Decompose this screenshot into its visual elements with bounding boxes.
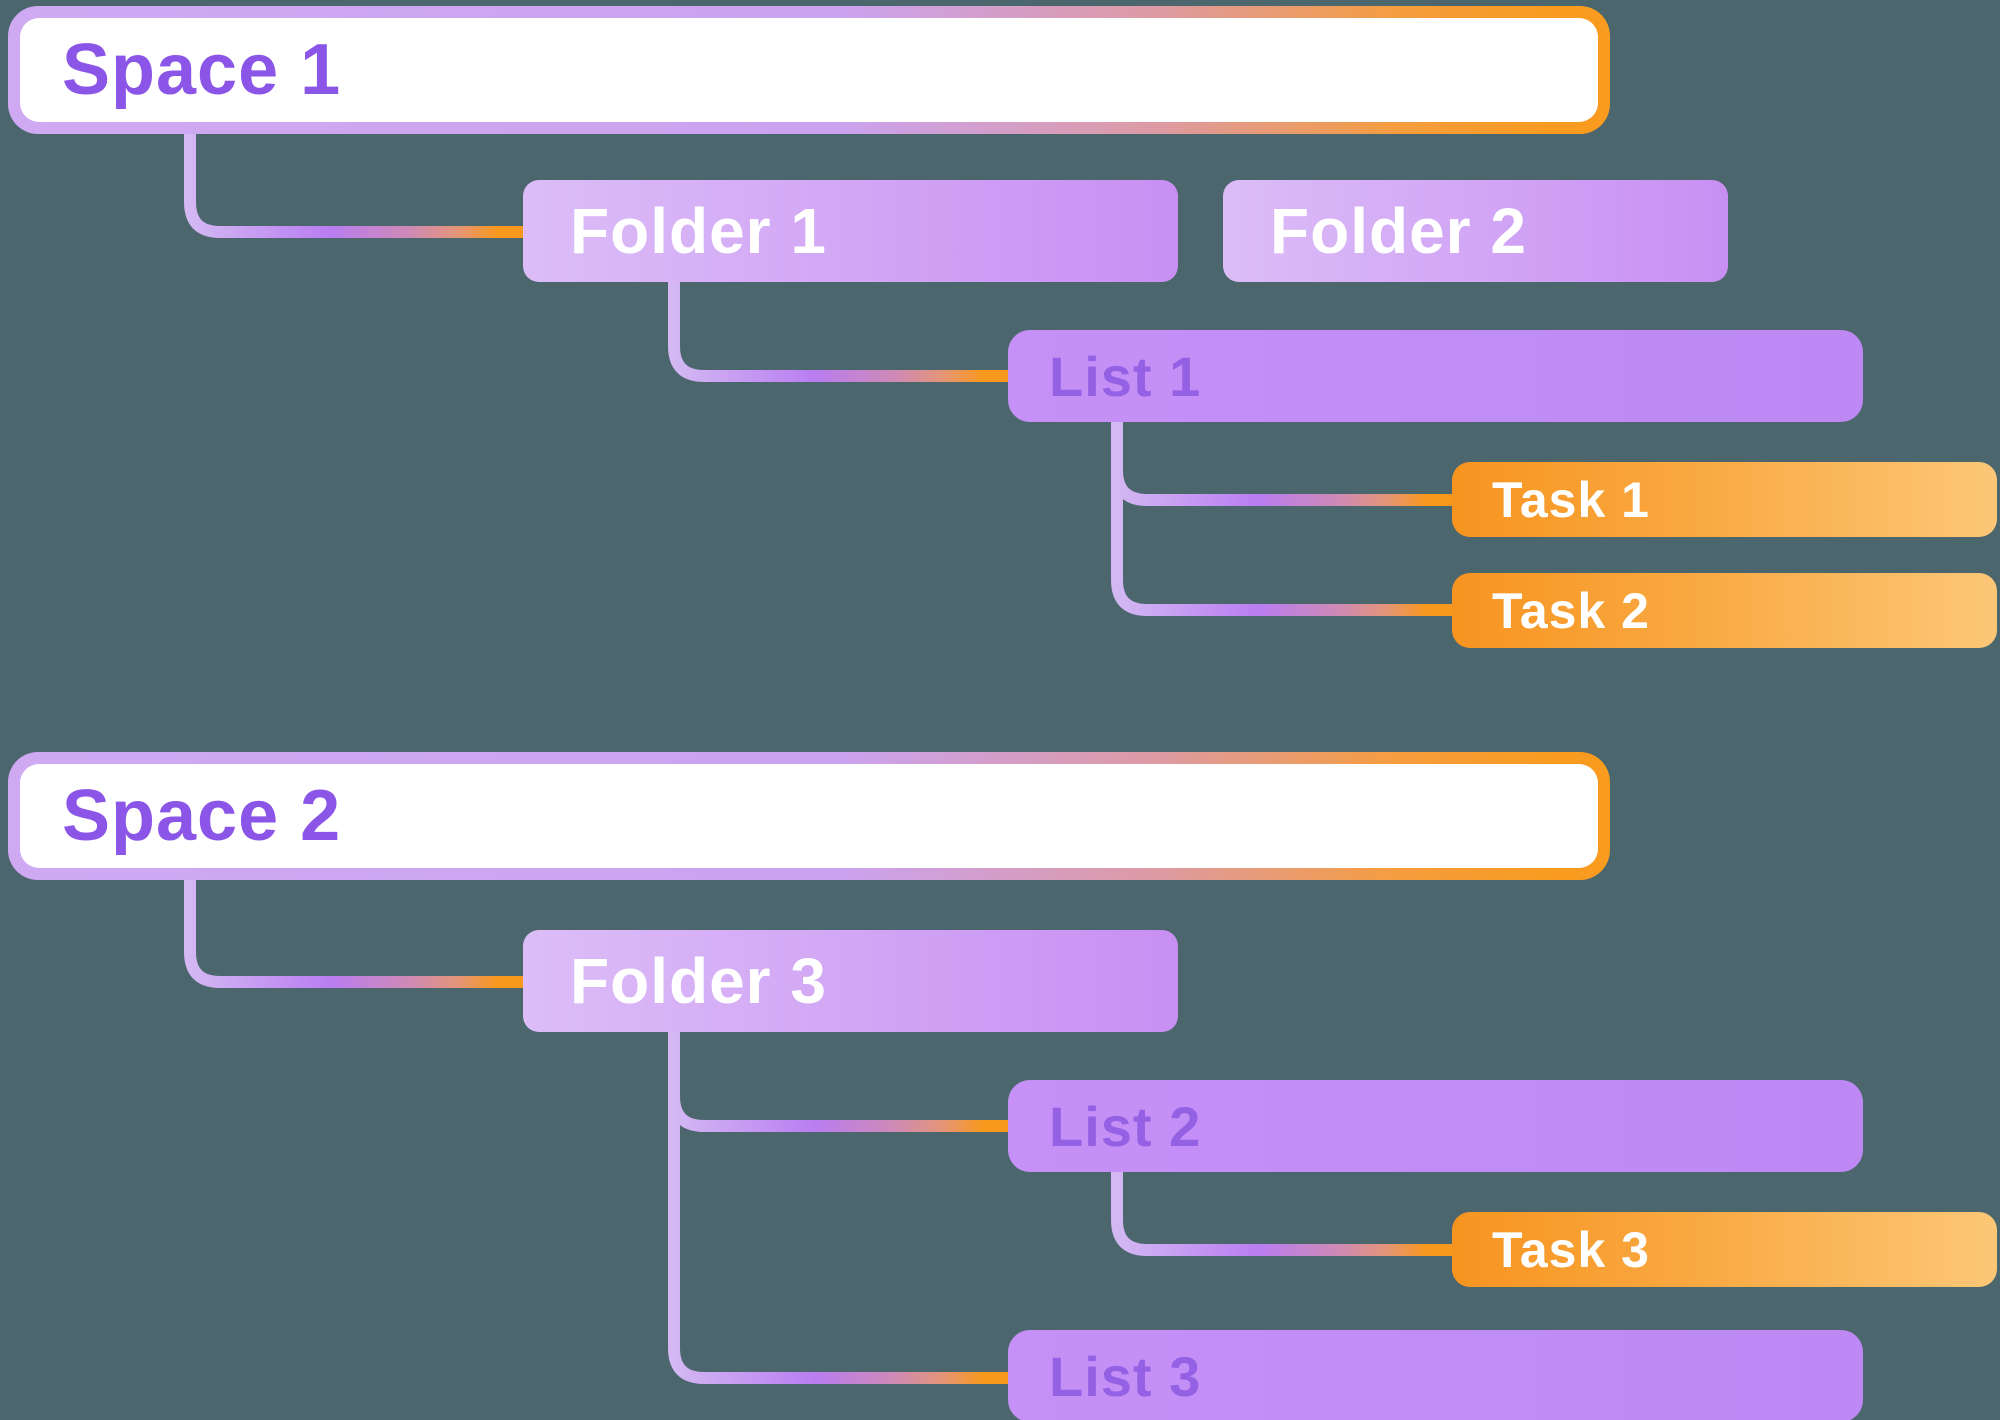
connector-space1-folder1 [184,128,530,238]
space-2-label: Space 2 [62,776,342,856]
task-1-node: Task 1 [1452,462,1997,537]
connector-folder1-list1 [668,278,1020,382]
folder-3-label: Folder 3 [570,945,827,1017]
space-1-node: Space 1 [8,6,1610,134]
task-2-node: Task 2 [1452,573,1997,648]
connector-list1-task2 [1111,418,1460,616]
space-2-node: Space 2 [8,752,1610,880]
task-1-label: Task 1 [1492,471,1650,528]
connector-space2-folder3 [184,874,530,988]
folder-2-label: Folder 2 [1270,195,1527,267]
space-1-label: Space 1 [62,30,342,110]
list-2-label: List 2 [1049,1094,1202,1158]
connector-folder3-list3 [668,1028,1020,1384]
connector-folder3-list2 [668,1028,1020,1132]
folder-2-node: Folder 2 [1223,180,1728,282]
folder-1-label: Folder 1 [570,195,827,267]
list-3-node: List 3 [1008,1330,1863,1420]
space-1-inner: Space 1 [20,18,1598,122]
task-2-label: Task 2 [1492,582,1650,639]
task-3-label: Task 3 [1492,1221,1650,1278]
task-3-node: Task 3 [1452,1212,1997,1287]
folder-3-node: Folder 3 [523,930,1178,1032]
folder-1-node: Folder 1 [523,180,1178,282]
connector-list1-task1 [1111,418,1460,506]
list-1-label: List 1 [1049,344,1202,408]
list-1-node: List 1 [1008,330,1863,422]
list-2-node: List 2 [1008,1080,1863,1172]
connector-list2-task3 [1111,1168,1460,1256]
list-3-label: List 3 [1049,1344,1202,1408]
space-2-inner: Space 2 [20,764,1598,868]
